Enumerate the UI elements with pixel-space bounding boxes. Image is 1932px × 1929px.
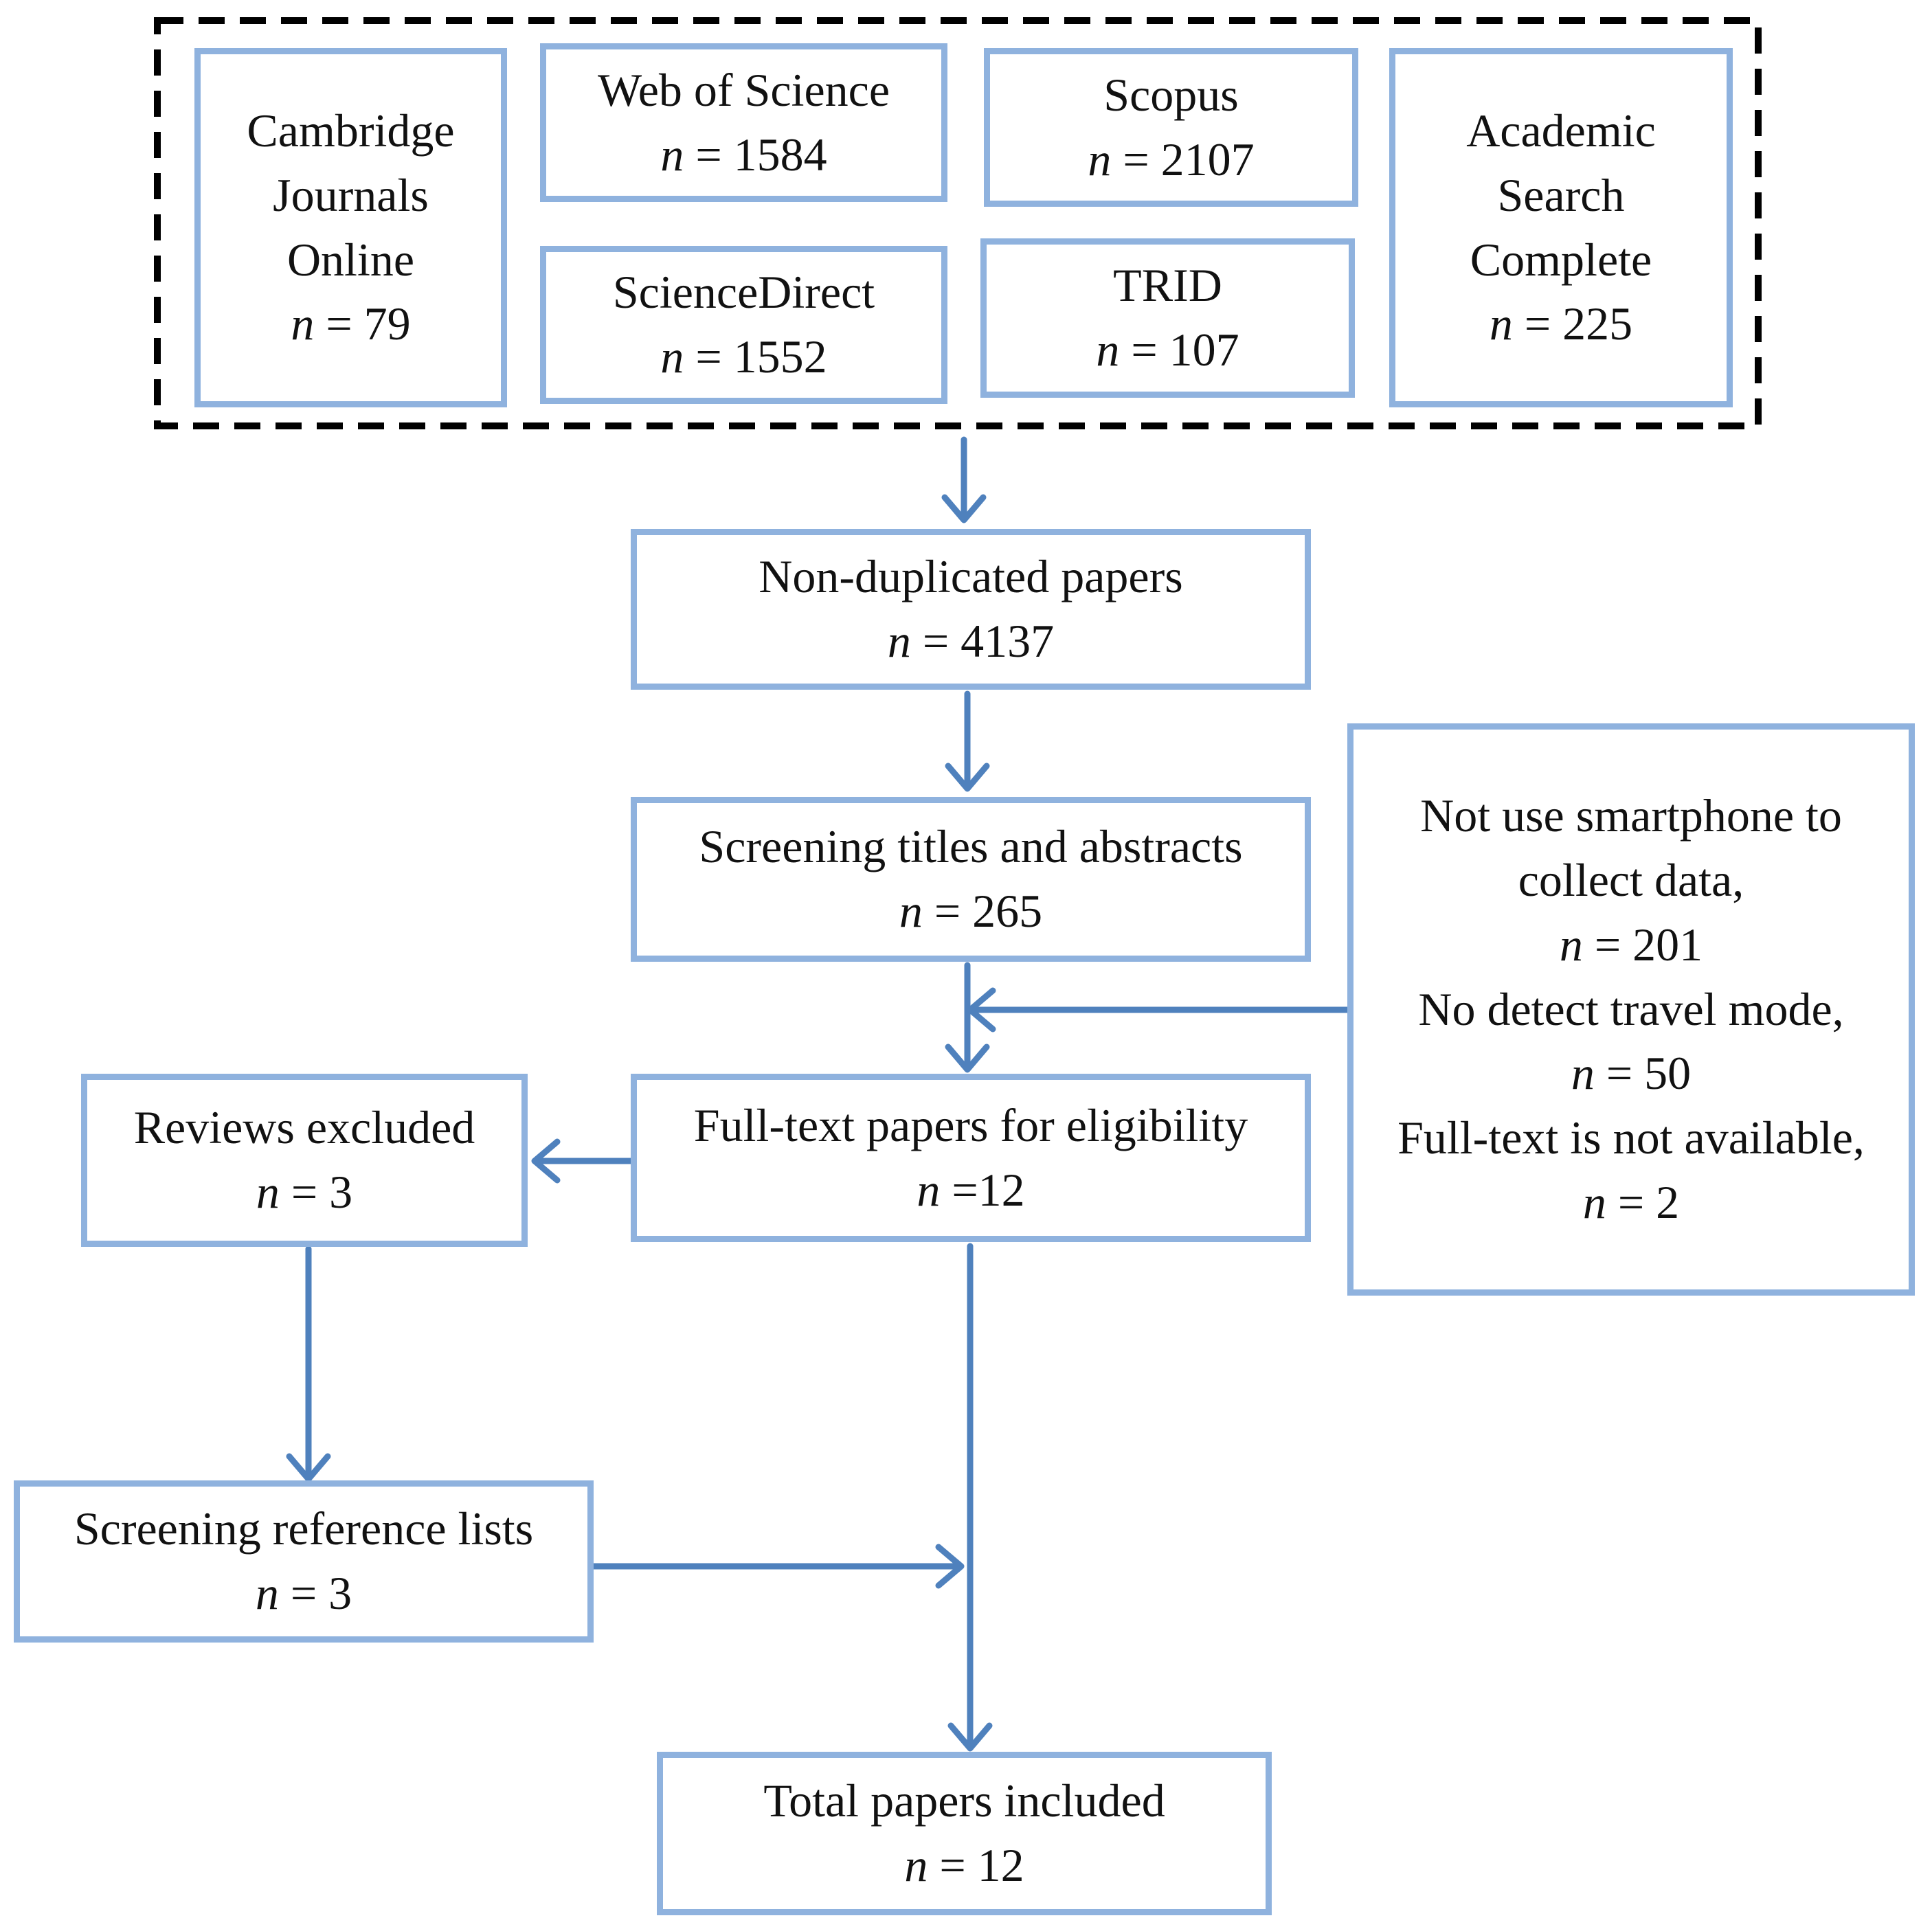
- step-label: Full-text papers for eligibility: [693, 1098, 1248, 1151]
- step-total-papers-included: Total papers included n = 12: [657, 1752, 1272, 1915]
- step-label: Screening reference lists: [74, 1502, 534, 1555]
- step-label: Non-duplicated papers: [759, 550, 1183, 603]
- source-count: n = 2107: [1088, 133, 1255, 185]
- source-count-value: 107: [1169, 324, 1239, 376]
- arrow-screening-to-fulltext: [945, 962, 990, 1073]
- source-count: n = 79: [291, 297, 411, 350]
- source-cambridge-journals: Cambridge Journals Online n = 79: [194, 48, 507, 407]
- exclusion-reason-text: No detect travel mode,: [1418, 982, 1844, 1035]
- exclusion-reason-text: Not use smartphone to: [1420, 789, 1842, 842]
- source-sciencedirect: ScienceDirect n = 1552: [540, 246, 947, 404]
- source-name-line: Online: [287, 233, 415, 286]
- exclusion-reason-text: Full-text is not available,: [1397, 1112, 1865, 1164]
- step-reviews-excluded: Reviews excluded n = 3: [81, 1074, 528, 1247]
- source-count-value: 2107: [1160, 133, 1255, 185]
- step-count-value: 12: [977, 1839, 1024, 1891]
- exclusion-reasons: Not use smartphone to collect data, n = …: [1347, 723, 1915, 1296]
- source-name-line: Cambridge: [247, 104, 455, 157]
- source-name-line: Scopus: [1103, 68, 1239, 121]
- arrow-reviews-to-reflists: [286, 1245, 331, 1482]
- source-web-of-science: Web of Science n = 1584: [540, 43, 947, 202]
- step-non-duplicated-papers: Non-duplicated papers n = 4137: [631, 529, 1311, 690]
- source-name-line: Journals: [273, 168, 429, 221]
- step-count-value: 265: [972, 885, 1043, 937]
- step-label: Screening titles and abstracts: [699, 820, 1243, 873]
- arrow-reflists-to-main: [590, 1544, 965, 1589]
- arrow-fulltext-to-reviews: [531, 1138, 638, 1184]
- arrow-exclusions-to-main: [967, 987, 1353, 1033]
- source-academic-search-complete: Academic Search Complete n = 225: [1389, 48, 1733, 407]
- source-count-value: 225: [1562, 297, 1633, 350]
- source-name-line: Academic: [1466, 104, 1656, 157]
- source-name-line: Web of Science: [598, 63, 890, 116]
- step-count-value: 3: [329, 1166, 353, 1218]
- step-count: n = 4137: [887, 615, 1055, 667]
- source-trid: TRID n = 107: [980, 238, 1355, 398]
- source-count: n = 1584: [660, 128, 827, 181]
- step-count-value: 3: [328, 1567, 352, 1619]
- source-name-line: Search: [1497, 168, 1625, 221]
- database-group-frame: [154, 17, 1762, 429]
- exclusion-count-value: 50: [1644, 1047, 1692, 1100]
- source-name-line: Complete: [1470, 233, 1652, 286]
- source-count: n = 225: [1489, 297, 1633, 350]
- step-screening-reference-lists: Screening reference lists n = 3: [14, 1480, 594, 1643]
- source-count: n = 107: [1096, 324, 1239, 376]
- step-count: n =12: [917, 1163, 1025, 1216]
- source-name-line: TRID: [1113, 259, 1222, 312]
- exclusion-count-value: 201: [1632, 918, 1703, 971]
- step-label: Reviews excluded: [133, 1101, 475, 1154]
- exclusion-count-value: 2: [1656, 1176, 1680, 1229]
- exclusion-reason-text: collect data,: [1518, 853, 1744, 906]
- step-count-value: 4137: [961, 615, 1055, 667]
- exclusion-count: n = 201: [1559, 918, 1703, 971]
- exclusion-count: n = 50: [1571, 1047, 1692, 1100]
- source-count-value: 79: [363, 297, 411, 350]
- step-label: Total papers included: [763, 1774, 1165, 1827]
- step-count: n = 3: [256, 1166, 353, 1218]
- step-count: n = 12: [904, 1839, 1024, 1891]
- source-count-value: 1552: [733, 330, 827, 383]
- source-count-value: 1584: [733, 128, 827, 181]
- source-count: n = 1552: [660, 330, 827, 383]
- exclusion-count: n = 2: [1582, 1176, 1680, 1229]
- source-name-line: ScienceDirect: [612, 266, 875, 319]
- step-count-value: 12: [978, 1163, 1025, 1216]
- step-full-text-eligibility: Full-text papers for eligibility n =12: [631, 1074, 1311, 1242]
- step-screening-titles-abstracts: Screening titles and abstracts n = 265: [631, 797, 1311, 962]
- source-scopus: Scopus n = 2107: [984, 48, 1358, 207]
- arrow-nondup-to-screening: [945, 690, 990, 792]
- step-count: n = 265: [899, 885, 1043, 937]
- step-count: n = 3: [255, 1567, 352, 1619]
- arrow-databases-to-nondup: [941, 436, 987, 523]
- arrow-fulltext-to-total: [947, 1243, 993, 1752]
